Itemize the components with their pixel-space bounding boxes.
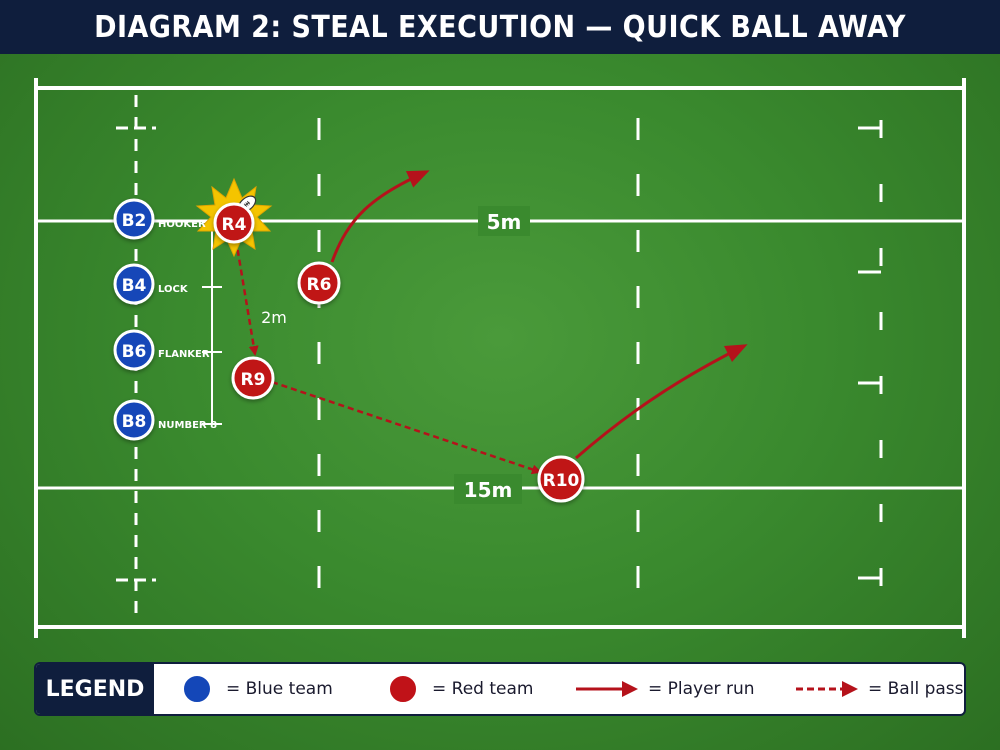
- five-m-label: 5m: [487, 210, 522, 234]
- red-player-r4-token: [213, 202, 255, 244]
- dashed-arrow-icon: [796, 681, 858, 697]
- title-bar: DIAGRAM 2: STEAL EXECUTION — QUICK BALL …: [0, 0, 1000, 54]
- legend-item-red: = Red team: [388, 664, 533, 714]
- legend-run-label: = Player run: [648, 679, 755, 699]
- legend-item-blue: = Blue team: [182, 664, 333, 714]
- red-player-r6-id: R6: [307, 275, 332, 295]
- red-player-r4-id: R4: [222, 215, 247, 235]
- red-player-r9-id: R9: [241, 370, 266, 390]
- field-markings: [34, 78, 966, 638]
- red-player-r6: R6: [297, 261, 341, 305]
- blue-player-b4: B4: [113, 263, 155, 305]
- pass-arrow-r9-r10: [271, 380, 542, 475]
- legend: LEGEND = Blue team = Red team = Player r…: [34, 662, 966, 716]
- blue-player-b2-id: B2: [122, 211, 147, 231]
- red-player-r10: R10: [537, 455, 585, 503]
- blue-dot-icon: [182, 674, 212, 704]
- blue-player-b6-id: B6: [122, 342, 147, 362]
- red-player-r10-id: R10: [543, 471, 580, 491]
- legend-item-pass: = Ball pass: [794, 664, 964, 714]
- blue-player-b2-role: HOOKER: [158, 219, 206, 230]
- blue-player-b2-token: [113, 198, 155, 240]
- diagram-title: DIAGRAM 2: STEAL EXECUTION — QUICK BALL …: [94, 9, 906, 45]
- legend-blue-label: = Blue team: [226, 679, 333, 699]
- legend-red-label: = Red team: [432, 679, 534, 699]
- legend-pass-label: = Ball pass: [868, 679, 964, 699]
- blue-player-b8-token: [113, 399, 155, 441]
- red-player-r9-token: [231, 356, 275, 400]
- legend-item-run: = Player run: [574, 664, 755, 714]
- red-player-r9: R9: [231, 356, 275, 400]
- blue-player-b2: B2: [113, 198, 155, 240]
- red-dot-icon: [388, 674, 418, 704]
- blue-player-b8-id: B8: [122, 412, 147, 432]
- red-player-r6-token: [297, 261, 341, 305]
- blue-player-b6: B6: [113, 329, 155, 371]
- five-m-label-bg: [478, 206, 530, 236]
- two-m-label: 2m: [261, 308, 287, 327]
- blue-player-b8: B8: [113, 399, 155, 441]
- fifteen-m-label: 15m: [464, 478, 513, 502]
- blue-player-b4-id: B4: [122, 276, 147, 296]
- red-player-r4: R4: [213, 202, 255, 244]
- blue-player-b6-token: [113, 329, 155, 371]
- blue-player-b4-token: [113, 263, 155, 305]
- blue-player-b8-role: NUMBER 8: [158, 420, 217, 431]
- run-arrow-r10: [575, 344, 748, 460]
- blue-player-b6-role: FLANKER: [158, 349, 210, 360]
- run-arrow-r6: [330, 170, 430, 263]
- legend-title: LEGEND: [36, 664, 154, 714]
- solid-arrow-icon: [576, 681, 638, 697]
- blue-player-b4-role: LOCK: [158, 284, 189, 295]
- pass-arrow-r4-r9: [234, 239, 259, 356]
- red-player-r10-token: [537, 455, 585, 503]
- fifteen-m-label-bg: [454, 474, 522, 504]
